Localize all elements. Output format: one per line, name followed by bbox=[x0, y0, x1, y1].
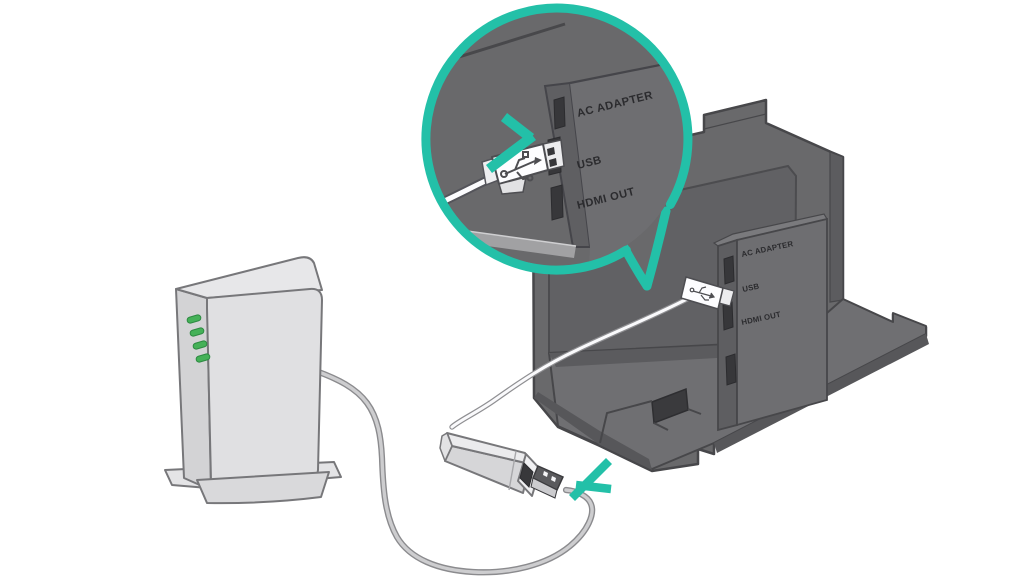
ethernet-plug-pin bbox=[543, 471, 548, 477]
router-top-face bbox=[175, 256, 323, 299]
ethernet-cable-core bbox=[314, 369, 594, 574]
router-led bbox=[189, 327, 205, 337]
port-label-usb: USB bbox=[742, 282, 761, 294]
lan-adapter-left-cap bbox=[439, 432, 453, 462]
router-stand-front bbox=[196, 471, 330, 505]
usb-trident-icon bbox=[500, 151, 542, 182]
ports-panel-front bbox=[736, 217, 828, 427]
router-led bbox=[186, 314, 202, 324]
port-slot-hdmi bbox=[725, 353, 737, 386]
magnifier-tail-stroke bbox=[642, 206, 671, 291]
ethernet-plug-pin bbox=[551, 476, 556, 482]
dock-ports-panel: AC ADAPTER USB HDMI OUT bbox=[712, 213, 828, 432]
port-slot-ac bbox=[723, 255, 735, 285]
usb-cable bbox=[449, 296, 690, 430]
magnified-plug-hole bbox=[549, 158, 557, 167]
usb-trident-icon bbox=[689, 286, 716, 301]
usb-cable-core bbox=[450, 297, 689, 429]
router-front-face bbox=[206, 287, 323, 492]
magnified-port-slot-ac bbox=[553, 96, 566, 130]
insert-arrow-icon-ethernet bbox=[568, 457, 613, 502]
port-slot-usb bbox=[722, 301, 734, 331]
lan-adapter-collar-line bbox=[508, 450, 517, 491]
router bbox=[164, 256, 342, 505]
magnifier-ring bbox=[421, 3, 693, 275]
router-led bbox=[192, 340, 208, 350]
magnified-plug-hole bbox=[547, 147, 555, 156]
dock-tab-line bbox=[703, 113, 767, 130]
magnified-port-slot-hdmi bbox=[550, 184, 564, 221]
arrow-short-stroke bbox=[575, 480, 612, 494]
lan-adapter bbox=[439, 432, 541, 497]
ethernet-cable bbox=[312, 367, 596, 576]
magnified-plug-front bbox=[498, 175, 527, 195]
insert-arrow-icon-magnified bbox=[486, 113, 536, 173]
ethernet-port bbox=[519, 462, 534, 488]
magnifier-callout: AC ADAPTER USB HDMI OUT bbox=[421, 3, 693, 291]
arrow-long-stroke bbox=[486, 132, 536, 173]
router-led bbox=[195, 353, 211, 363]
dock-right-face bbox=[829, 151, 844, 303]
dock-base-front-face-left bbox=[534, 392, 652, 470]
arrow-short-stroke bbox=[500, 113, 535, 142]
ethernet-plug-front bbox=[530, 477, 558, 499]
dock-usb-plug bbox=[680, 276, 735, 310]
magnified-label-usb: USB bbox=[576, 154, 603, 172]
dock-notch-step-lines bbox=[599, 400, 702, 444]
arrow-long-stroke bbox=[568, 457, 613, 502]
ethernet-plug bbox=[530, 465, 565, 499]
